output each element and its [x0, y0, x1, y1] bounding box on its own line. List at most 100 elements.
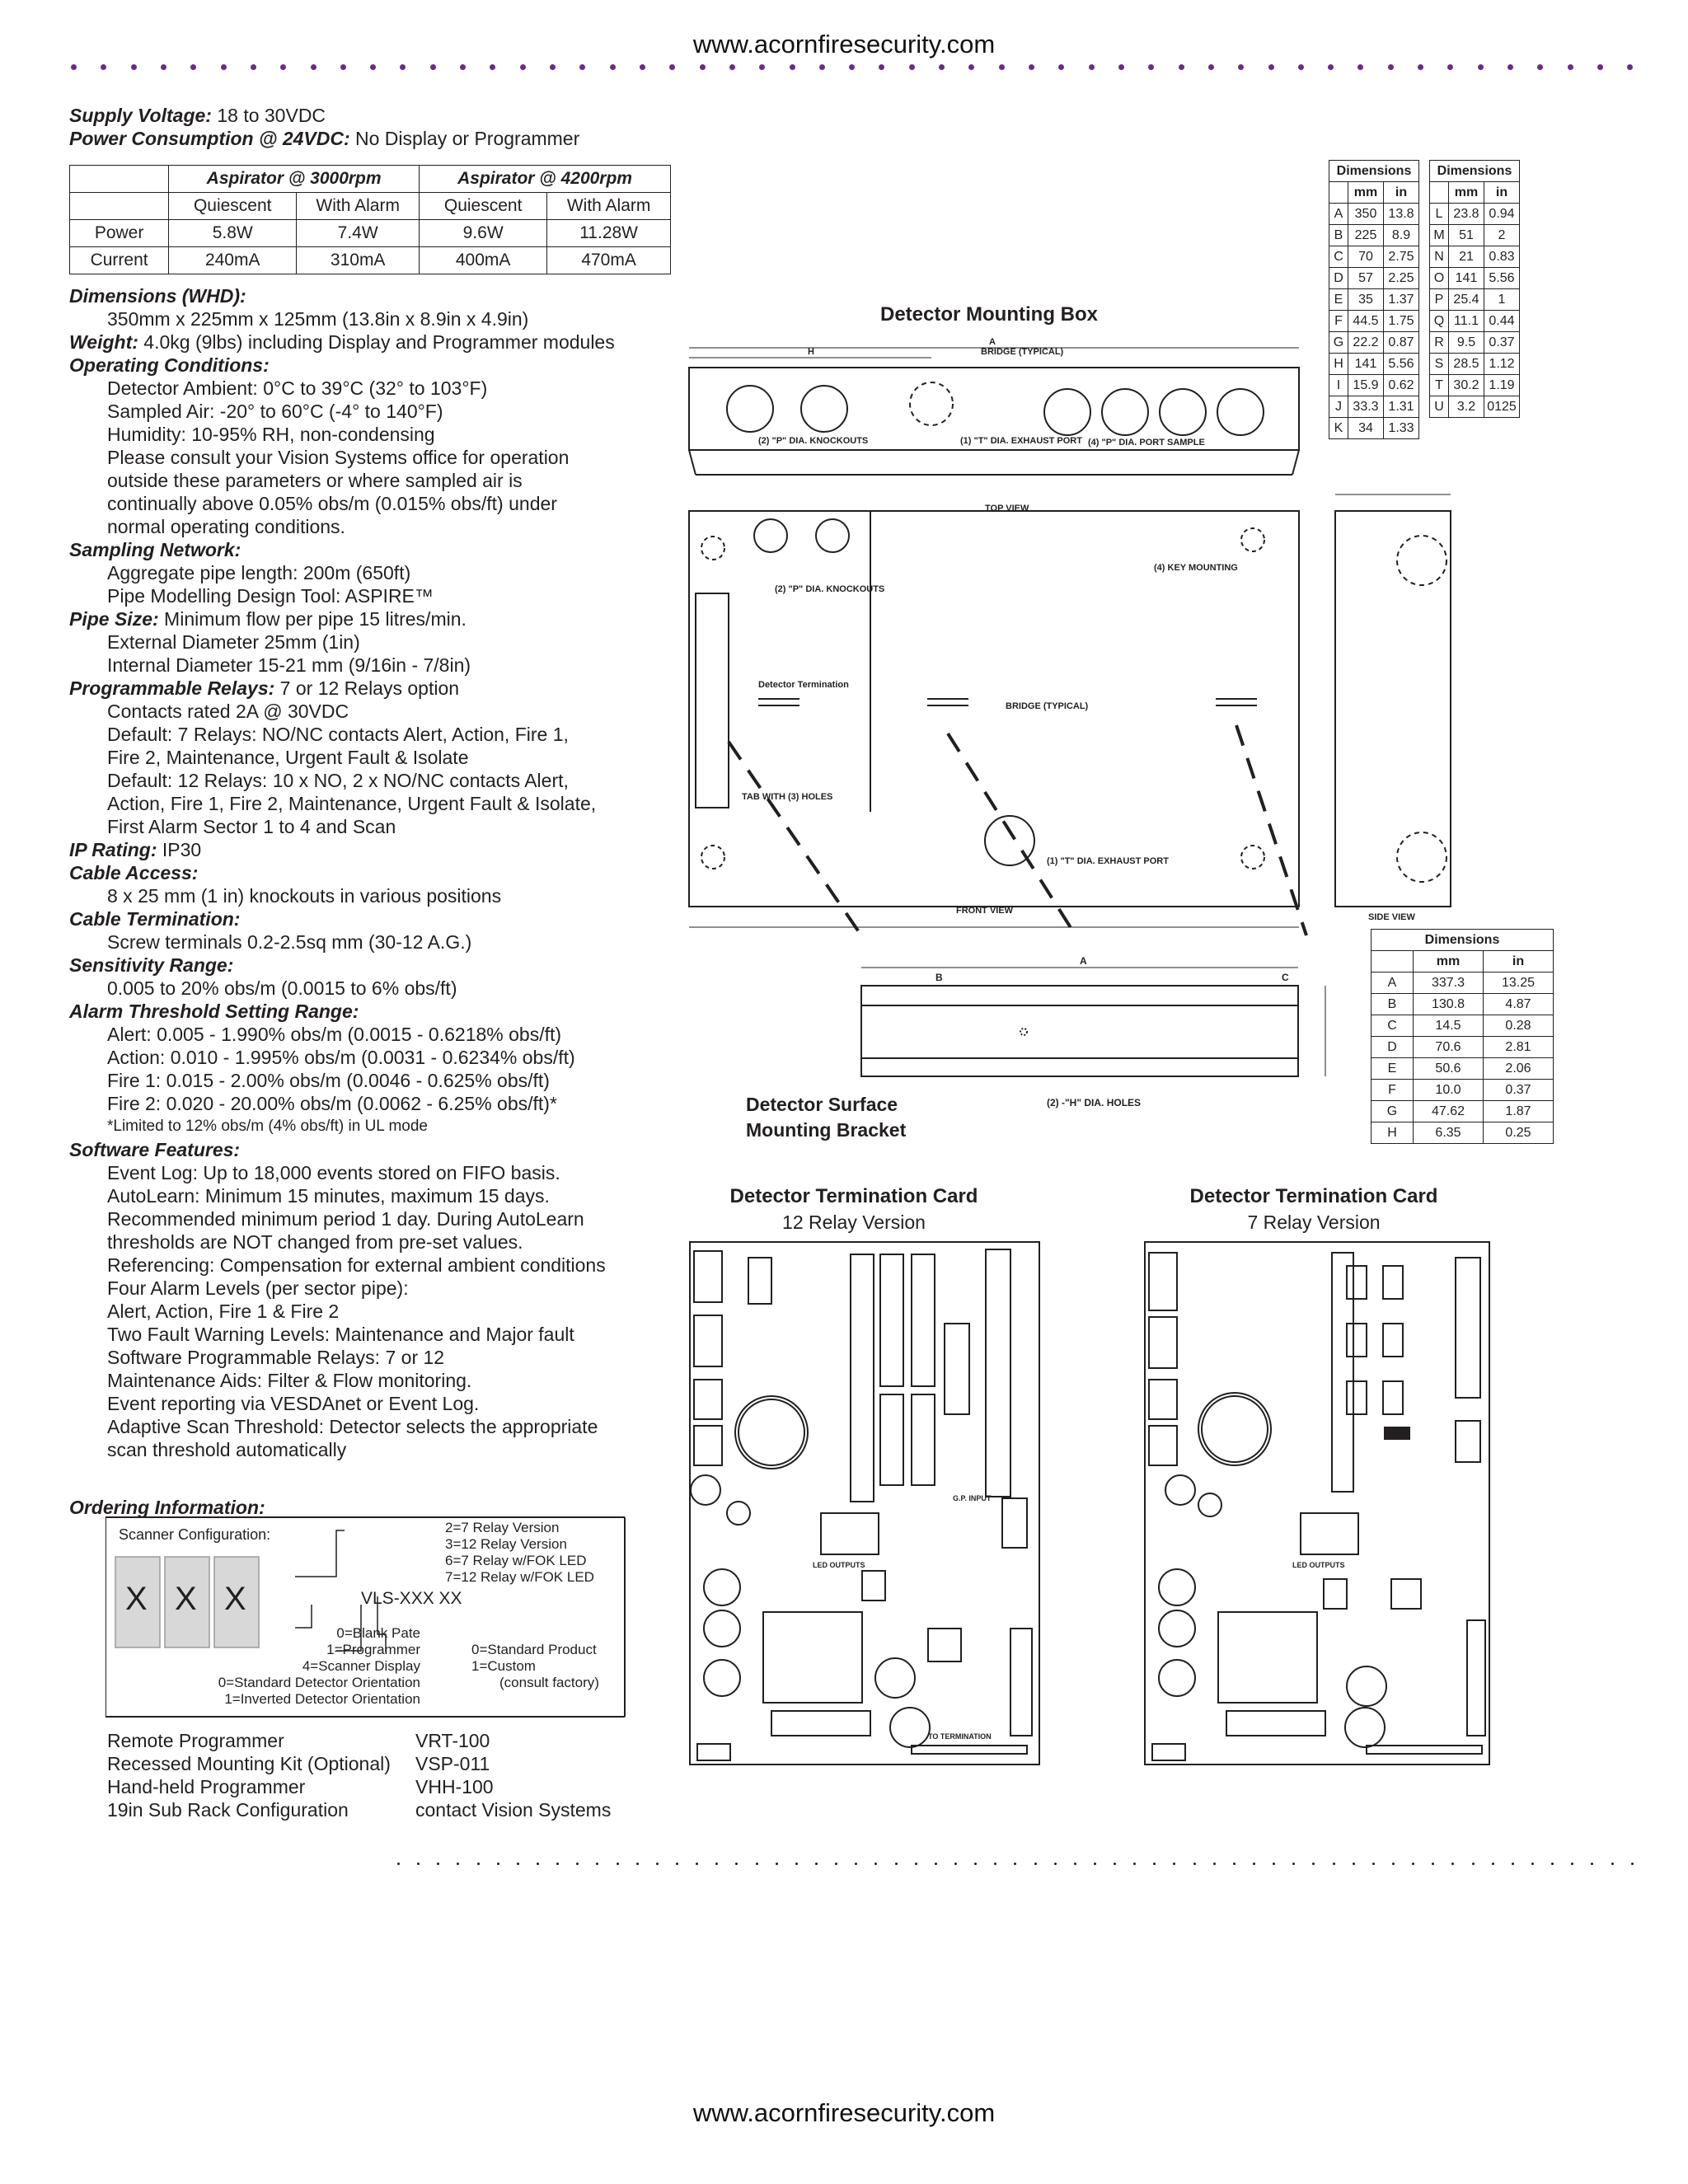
spec-heading: Weight: 4.0kg (9lbs) including Display a…	[69, 331, 615, 353]
dotted-divider-bottom	[397, 1863, 1634, 1865]
svg-text:BRIDGE (TYPICAL): BRIDGE (TYPICAL)	[981, 347, 1064, 357]
spec-line: Referencing: Compensation for external a…	[107, 1254, 606, 1276]
svg-text:BRIDGE (TYPICAL): BRIDGE (TYPICAL)	[1006, 701, 1089, 711]
spec-line: AutoLearn: Minimum 15 minutes, maximum 1…	[107, 1185, 550, 1207]
svg-text:LED OUTPUTS: LED OUTPUTS	[813, 1561, 865, 1569]
side-view-label: SIDE VIEW	[1368, 912, 1415, 922]
spec-heading: Sensitivity Range:	[69, 954, 234, 976]
table-row: Power 5.8W 7.4W 9.6W 11.28W	[68, 219, 671, 247]
spec-line: Fire 1: 0.015 - 2.00% obs/m (0.0046 - 0.…	[107, 1070, 550, 1091]
col-header: With Alarm	[296, 192, 420, 220]
unit-header: in	[1483, 950, 1554, 972]
unit-header: mm	[1448, 181, 1484, 204]
col-header: Quiescent	[168, 192, 298, 220]
table-row: Current 240mA 310mA 400mA 470mA	[68, 246, 671, 274]
spec-line: Fire 2: 0.020 - 20.00% obs/m (0.0062 - 6…	[107, 1093, 557, 1114]
front-view-label: FRONT VIEW	[956, 906, 1014, 916]
spec-line: continually above 0.05% obs/m (0.015% ob…	[107, 493, 557, 514]
spec-line: Default: 7 Relays: NO/NC contacts Alert,…	[107, 724, 569, 745]
spec-heading: Cable Termination:	[69, 908, 241, 930]
dotted-divider-top	[71, 64, 1634, 70]
top-view-label: TOP VIEW	[985, 504, 1029, 513]
dimensions-header: Dimensions	[1429, 160, 1520, 182]
supply-voltage: Supply Voltage: 18 to 30VDC	[69, 105, 326, 126]
spec-heading: Programmable Relays: 7 or 12 Relays opti…	[69, 677, 460, 699]
spec-line: First Alarm Sector 1 to 4 and Scan	[107, 816, 396, 837]
spec-list: Dimensions (WHD):350mm x 225mm x 125mm (…	[69, 284, 671, 1461]
ordering-diagram	[106, 1516, 626, 1718]
spec-line: Screw terminals 0.2-2.5sq mm (30-12 A.G.…	[107, 931, 472, 953]
spec-line: Maintenance Aids: Filter & Flow monitori…	[107, 1370, 472, 1391]
svg-text:C: C	[1282, 972, 1289, 983]
spec-heading: IP Rating: IP30	[69, 839, 202, 860]
box-mark-1: X	[125, 1581, 148, 1617]
spec-line: Aggregate pipe length: 200m (650ft)	[107, 562, 411, 583]
spec-heading: Alarm Threshold Setting Range:	[69, 1001, 359, 1022]
spec-line: Two Fault Warning Levels: Maintenance an…	[107, 1324, 574, 1345]
card12-subtitle: 12 Relay Version	[782, 1212, 926, 1233]
module-options: 0=Blank Pate 1=Programmer 4=Scanner Disp…	[218, 1625, 420, 1707]
spec-line: Fire 2, Maintenance, Urgent Fault & Isol…	[107, 747, 469, 768]
col-header: With Alarm	[546, 192, 671, 220]
svg-text:TAB WITH (3) HOLES: TAB WITH (3) HOLES	[742, 792, 832, 802]
spec-line: External Diameter 25mm (1in)	[107, 631, 360, 653]
unit-header: mm	[1413, 950, 1484, 972]
footer-url[interactable]: www.acornfiresecurity.com	[692, 2098, 996, 2127]
svg-text:(2) "P" DIA. KNOCKOUTS: (2) "P" DIA. KNOCKOUTS	[758, 436, 868, 446]
col-header: Quiescent	[419, 192, 548, 220]
spec-line: Please consult your Vision Systems offic…	[107, 447, 570, 468]
spec-line: Default: 12 Relays: 10 x NO, 2 x NO/NC c…	[107, 770, 569, 791]
spec-line: Pipe Modelling Design Tool: ASPIRE™	[107, 585, 434, 607]
spec-line: scan threshold automatically	[107, 1439, 347, 1460]
group-header: Aspirator @ 4200rpm	[419, 165, 671, 193]
specifications: Supply Voltage: 18 to 30VDC Power Consum…	[68, 104, 671, 1461]
spec-line: Event Log: Up to 18,000 events stored on…	[107, 1162, 560, 1183]
spec-line: Alert, Action, Fire 1 & Fire 2	[107, 1301, 340, 1322]
header-url[interactable]: www.acornfiresecurity.com	[692, 30, 996, 59]
spec-line: Internal Diameter 15-21 mm (9/16in - 7/8…	[107, 654, 471, 676]
spec-line: Four Alarm Levels (per sector pipe):	[107, 1277, 409, 1299]
spec-heading: Cable Access:	[69, 862, 199, 883]
spec-line: outside these parameters or where sample…	[107, 470, 523, 491]
spec-line: 8 x 25 mm (1 in) knockouts in various po…	[107, 885, 502, 907]
relay-options: 2=7 Relay Version 3=12 Relay Version 6=7…	[445, 1520, 594, 1585]
ordering-title: Ordering Information:	[69, 1497, 265, 1518]
spec-line: Action, Fire 1, Fire 2, Maintenance, Urg…	[107, 793, 597, 814]
spec-line: 0.005 to 20% obs/m (0.0015 to 6% obs/ft)	[107, 977, 457, 999]
unit-header: in	[1484, 181, 1520, 204]
box-mark-3: X	[224, 1581, 246, 1617]
card12-title: Detector Termination Card	[729, 1185, 978, 1207]
svg-text:LED OUTPUTS: LED OUTPUTS	[1292, 1561, 1345, 1569]
surface-bracket-title: Detector Surface Mounting Bracket	[746, 1094, 907, 1141]
spec-line: Adaptive Scan Threshold: Detector select…	[107, 1416, 598, 1437]
spec-line: Event reporting via VESDAnet or Event Lo…	[107, 1393, 480, 1414]
svg-text:A: A	[989, 337, 996, 347]
card7-title: Detector Termination Card	[1189, 1185, 1438, 1207]
svg-text:(2) "P" DIA. KNOCKOUTS: (2) "P" DIA. KNOCKOUTS	[775, 584, 884, 594]
svg-text:A: A	[1080, 956, 1087, 967]
